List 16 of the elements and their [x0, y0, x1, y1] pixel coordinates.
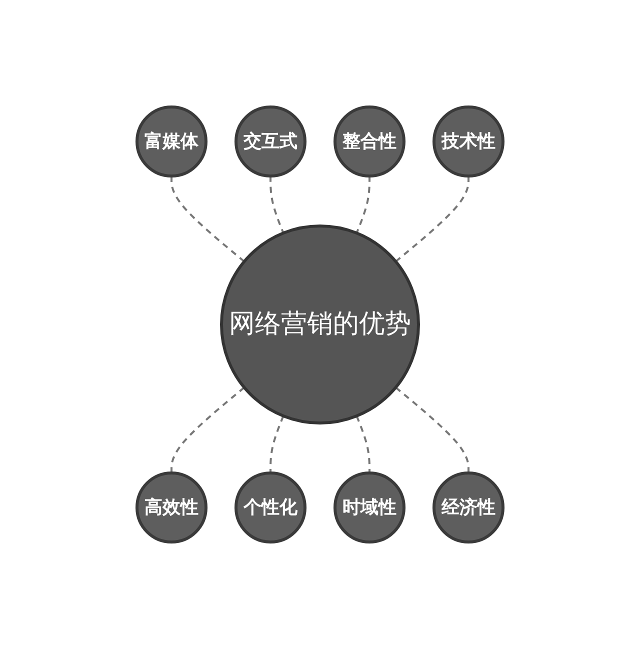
connector	[395, 176, 470, 262]
connector	[270, 416, 284, 473]
node-circle: 整合性	[334, 106, 406, 178]
connector	[270, 176, 284, 234]
node-circle: 网络营销的优势	[220, 224, 420, 424]
node-circle: 时域性	[334, 472, 406, 544]
node-circle: 富媒体	[136, 106, 208, 178]
connector	[356, 176, 370, 234]
node-circle: 交互式	[234, 106, 306, 178]
connector	[356, 416, 370, 473]
connector	[170, 386, 245, 473]
connector	[170, 176, 245, 262]
node-circle: 经济性	[432, 472, 504, 544]
node-circle: 个性化	[234, 472, 306, 544]
connector	[395, 386, 470, 473]
node-circle: 高效性	[136, 472, 208, 544]
